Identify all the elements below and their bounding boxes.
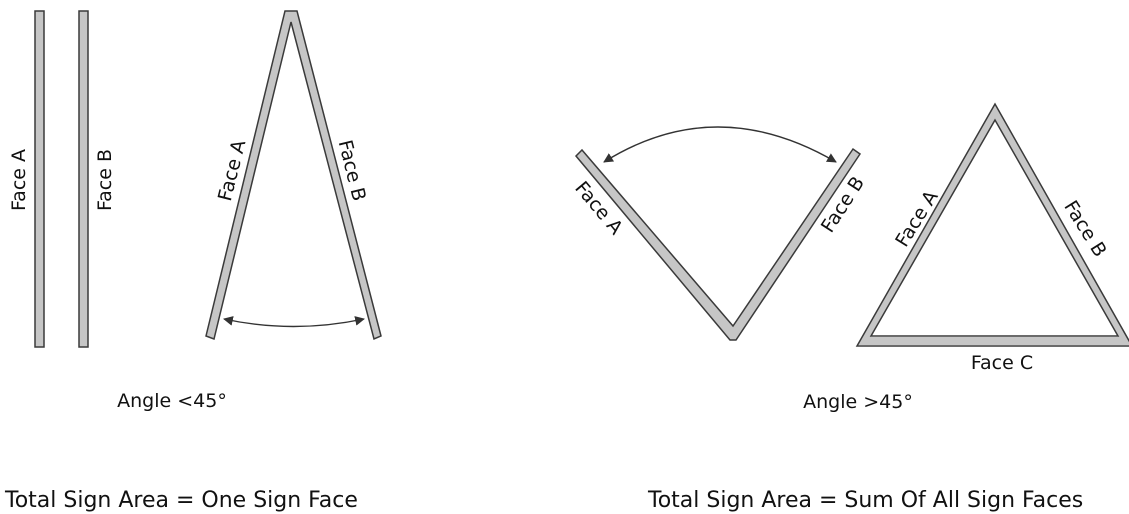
v-wide-panel <box>574 147 862 341</box>
face-c-label: Face C <box>971 352 1033 374</box>
wide-angle-arc <box>603 126 837 163</box>
face-a-panel <box>34 10 45 348</box>
double-faced-sign: Face A Face B <box>8 10 116 348</box>
face-a-label: Face A <box>570 177 627 239</box>
triangle-outer-outline <box>855 102 1129 347</box>
narrow-angle-arc <box>223 316 365 328</box>
angle-label: Angle <45° <box>117 390 227 412</box>
triangle-band <box>857 103 1129 345</box>
narrow-v-sign: Face A Face B <box>205 10 382 341</box>
left-panel: Face A Face B Face A Face B Angle <45° T… <box>4 10 382 513</box>
face-b-label: Face B <box>94 149 116 211</box>
v-narrow-panel <box>205 10 382 341</box>
face-b-panel <box>78 10 89 348</box>
total-sign-area-label: Total Sign Area = Sum Of All Sign Faces <box>647 488 1083 513</box>
triangle-inner-outline <box>869 118 1120 337</box>
triangle-sign: Face A Face B Face C <box>855 102 1129 374</box>
face-a-label: Face A <box>8 149 30 211</box>
total-sign-area-label: Total Sign Area = One Sign Face <box>4 488 358 513</box>
wide-v-sign: Face A Face B <box>570 126 869 341</box>
angle-label: Angle >45° <box>803 391 913 413</box>
face-b-label: Face B <box>1059 197 1111 261</box>
right-panel: Face A Face B Face A Face B Face C Angle… <box>570 102 1129 513</box>
